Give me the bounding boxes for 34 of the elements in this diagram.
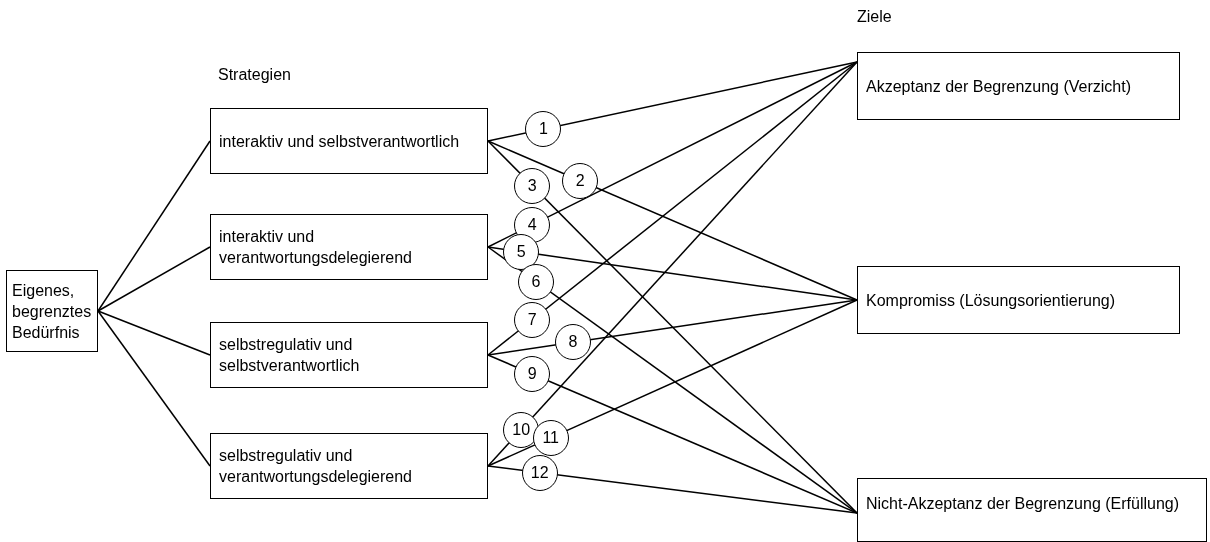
column-heading: Strategien xyxy=(218,66,291,84)
callout-number: 8 xyxy=(554,324,591,361)
connector-line xyxy=(487,140,858,301)
connector-line xyxy=(97,310,211,356)
connector-line xyxy=(487,61,858,248)
connector-line xyxy=(97,310,211,467)
column-heading: Ziele xyxy=(857,8,892,26)
callout-number: 7 xyxy=(514,301,551,338)
callout-number: 9 xyxy=(514,355,551,392)
strategy-box: interaktiv und verantwortungsdelegierend xyxy=(210,214,488,280)
connector-line xyxy=(487,465,858,514)
connector-line xyxy=(97,140,211,312)
connector-line xyxy=(97,246,211,312)
callout-number: 2 xyxy=(562,162,599,199)
goal-box: Kompromiss (Lösungsorientierung) xyxy=(857,266,1180,334)
connector-line xyxy=(487,140,858,514)
connector-line xyxy=(487,299,858,356)
goal-box: Nicht-Akzeptanz der Begrenzung (Erfüllung) xyxy=(857,478,1207,542)
callout-number: 3 xyxy=(514,167,551,204)
connector-line xyxy=(487,246,858,514)
need-box: Eigenes, begrenztes Bedürfnis xyxy=(6,270,98,352)
strategy-box: selbstregulativ und verantwortungsdelegierend xyxy=(210,433,488,499)
connector-line xyxy=(487,354,858,514)
callout-number: 11 xyxy=(532,419,569,456)
connector-line xyxy=(487,61,858,467)
strategy-box: selbstregulativ und selbstverantwortlich xyxy=(210,322,488,388)
callout-number: 12 xyxy=(521,454,558,491)
callout-number: 1 xyxy=(525,111,562,148)
connector-line xyxy=(487,61,858,356)
goal-box: Akzeptanz der Begrenzung (Verzicht) xyxy=(857,52,1180,120)
strategy-box: interaktiv und selbstverantwortlich xyxy=(210,108,488,174)
callout-number: 6 xyxy=(517,263,554,300)
connector-line xyxy=(487,246,858,301)
connector-line xyxy=(487,299,858,467)
